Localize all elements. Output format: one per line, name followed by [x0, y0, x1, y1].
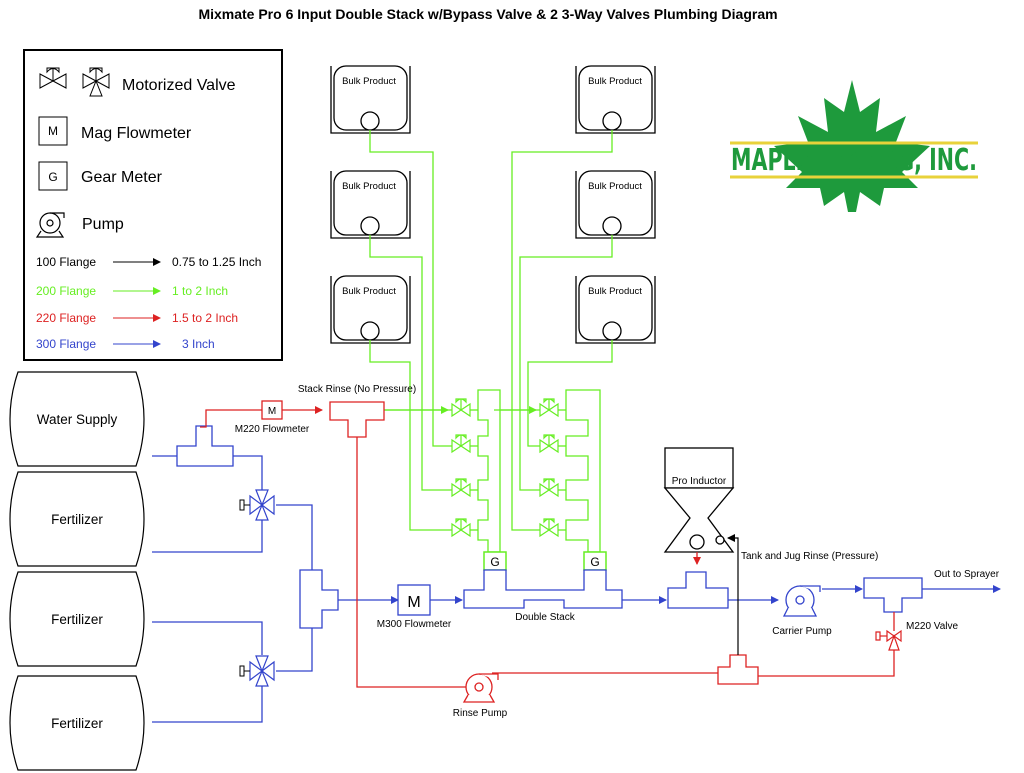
double-stack-manifold — [463, 569, 623, 609]
m220-flowmeter-label: M220 Flowmeter — [235, 424, 310, 435]
valve-r4 — [539, 518, 559, 538]
green-valves — [451, 398, 559, 538]
bulk-tanks — [330, 65, 656, 344]
water-supply-tank — [9, 371, 145, 467]
m300-symbol: M — [407, 594, 420, 611]
three-way-valve-top — [249, 489, 275, 521]
motorized-valve-3way-icon — [82, 67, 110, 97]
legend-size-300: 3 Inch — [182, 337, 215, 351]
fertilizer-label-3: Fertilizer — [51, 716, 103, 731]
bulk-tank-left-2 — [330, 170, 411, 239]
valve-r2 — [539, 434, 559, 454]
diagram-title: Mixmate Pro 6 Input Double Stack w/Bypas… — [198, 6, 777, 22]
water-tee — [176, 425, 234, 467]
valve-l2 — [451, 434, 471, 454]
valve-r3 — [539, 478, 559, 498]
fertilizer-tank-2 — [9, 571, 145, 667]
water-supply-label: Water Supply — [37, 412, 118, 427]
rinse-pump-label: Rinse Pump — [453, 708, 508, 719]
tank-jug-rinse-line — [727, 534, 739, 655]
gear-meter-right-symbol: G — [590, 555, 599, 569]
stack-rinse-tee — [329, 401, 385, 438]
blue-lines — [152, 455, 1001, 723]
output-tee — [863, 577, 923, 613]
legend-flange-300: 300 Flange — [36, 337, 96, 351]
bulk-tank-right-2 — [575, 170, 656, 239]
legend-flange-200: 200 Flange — [36, 284, 96, 298]
bulk-product-label-r1: Bulk Product — [588, 76, 642, 87]
valve-r1 — [539, 398, 559, 418]
legend-flange-220: 220 Flange — [36, 311, 96, 325]
logo-text: MAPLE LEAF AG, INC. — [731, 143, 977, 178]
three-way-valve-bottom — [249, 655, 275, 687]
legend-pump: Pump — [82, 216, 124, 233]
m220-flowmeter — [261, 400, 283, 420]
fertilizer-tank-1 — [9, 471, 145, 567]
rinse-pump-icon — [462, 673, 499, 703]
legend-size-100: 0.75 to 1.25 Inch — [172, 255, 261, 269]
carrier-pump-label: Carrier Pump — [772, 626, 832, 637]
fertilizer-tee — [299, 569, 339, 629]
valve-l4 — [451, 518, 471, 538]
stack-manifold-left — [477, 389, 501, 553]
supply-tanks — [9, 371, 145, 771]
legend-gear-symbol: G — [48, 170, 57, 184]
valve-l3 — [451, 478, 471, 498]
legend-gear-meter: Gear Meter — [81, 169, 163, 186]
m220-valve-icon — [875, 629, 902, 651]
bulk-product-label-l2: Bulk Product — [342, 181, 396, 192]
bulk-product-label-r2: Bulk Product — [588, 181, 642, 192]
tank-jug-rinse-label: Tank and Jug Rinse (Pressure) — [741, 551, 878, 562]
legend-gear-meter-icon — [38, 161, 68, 191]
fertilizer-label-2: Fertilizer — [51, 612, 103, 627]
bulk-product-label-l1: Bulk Product — [342, 76, 396, 87]
carrier-pump-icon — [782, 585, 821, 617]
legend-mag-flowmeter: Mag Flowmeter — [81, 125, 192, 142]
legend-box — [23, 49, 283, 361]
inductor-tee — [667, 571, 729, 609]
legend-size-200: 1 to 2 Inch — [172, 284, 228, 298]
valve-l1 — [451, 398, 471, 418]
bulk-tank-left-1 — [330, 65, 411, 134]
maple-leaf-icon — [774, 80, 930, 212]
legend: Motorized Valve M Mag Flowmeter G Gear M… — [23, 49, 283, 361]
bulk-product-label-r3: Bulk Product — [588, 286, 642, 297]
gear-meter-left-symbol: G — [490, 555, 499, 569]
pro-inductor — [663, 447, 735, 553]
double-stack-label: Double Stack — [515, 612, 575, 623]
fertilizer-label-1: Fertilizer — [51, 512, 103, 527]
m300-flowmeter — [397, 584, 431, 616]
legend-flange-100: 100 Flange — [36, 255, 96, 269]
company-logo: MAPLE LEAF AG, INC. — [730, 80, 978, 212]
bulk-product-label-l3: Bulk Product — [342, 286, 396, 297]
legend-size-220: 1.5 to 2 Inch — [172, 311, 238, 325]
pro-inductor-label: Pro Inductor — [672, 476, 727, 487]
pump-icon — [35, 212, 65, 238]
m220-valve-label: M220 Valve — [906, 621, 959, 632]
out-to-sprayer-label: Out to Sprayer — [934, 569, 1000, 580]
stack-rinse-label: Stack Rinse (No Pressure) — [298, 384, 416, 395]
m220-symbol: M — [268, 406, 276, 417]
stack-manifold-right — [565, 389, 601, 553]
m300-flowmeter-label: M300 Flowmeter — [377, 619, 452, 630]
rinse-tee — [717, 654, 759, 685]
legend-motorized-valve: Motorized Valve — [122, 77, 236, 94]
red-lines — [200, 406, 898, 688]
legend-mag-symbol: M — [48, 124, 58, 138]
legend-mag-flowmeter-icon — [38, 116, 68, 146]
fertilizer-tank-3 — [9, 675, 145, 771]
motorized-valve-icon — [39, 67, 67, 89]
